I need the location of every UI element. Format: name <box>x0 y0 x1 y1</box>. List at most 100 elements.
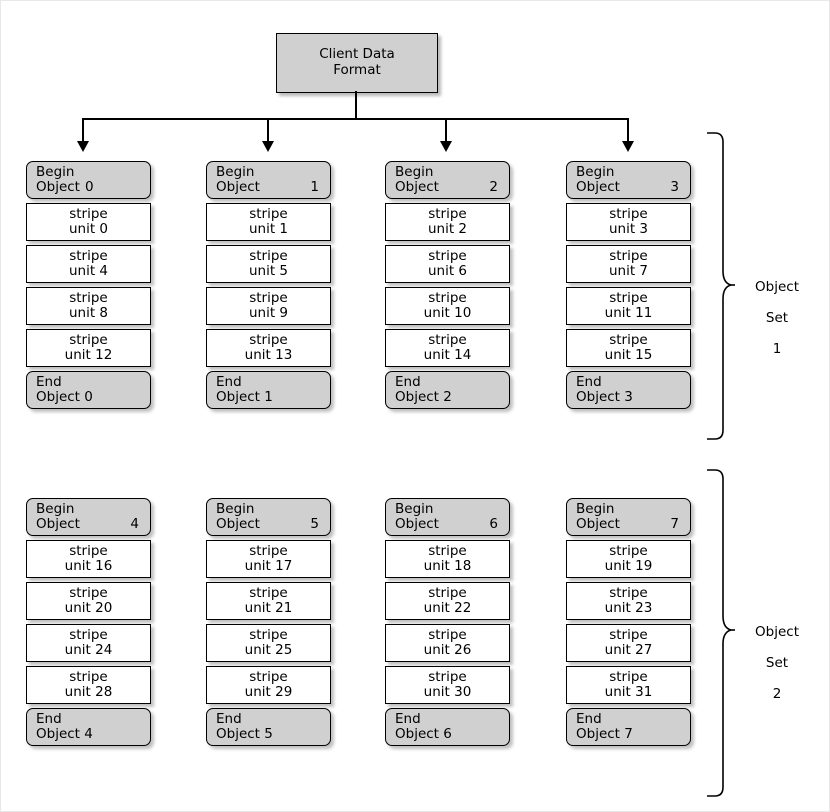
object-set-2-line2: Set <box>765 654 789 671</box>
connector-stem <box>355 91 357 119</box>
stripe-label: stripe <box>609 331 648 348</box>
object-word: Object <box>216 516 260 532</box>
connector-drop-1 <box>267 118 269 143</box>
begin-label: Begin <box>36 163 75 180</box>
stripe-unit-label: unit 3 <box>608 221 649 237</box>
stripe-label: stripe <box>249 289 288 306</box>
stripe-label: stripe <box>69 626 108 643</box>
end-label: End <box>36 373 62 390</box>
root-node-line1: Client Data <box>319 46 395 63</box>
connector-drop-0 <box>82 118 84 143</box>
arrowhead-2 <box>440 141 452 152</box>
stripe-label: stripe <box>428 668 467 685</box>
stripe-unit-label: unit 19 <box>604 558 653 574</box>
end-label: End <box>576 373 602 390</box>
object-set-1-line1: Object <box>755 278 799 295</box>
begin-label: Begin <box>216 163 255 180</box>
end-label: End <box>36 710 62 727</box>
object-word: Object <box>36 179 80 195</box>
stripe-label: stripe <box>609 205 648 222</box>
stripe-label: stripe <box>428 289 467 306</box>
root-node-client-data-format[interactable]: Client Data Format <box>276 33 438 93</box>
stripe-label: stripe <box>609 668 648 685</box>
stripe-unit-label: unit 6 <box>427 263 468 279</box>
stripe-unit-label: unit 25 <box>244 642 293 658</box>
object-word: Object <box>576 516 620 532</box>
stripe-label: stripe <box>609 289 648 306</box>
stripe-unit-label: unit 1 <box>248 221 289 237</box>
stripe-unit-label: unit 15 <box>604 347 653 363</box>
stripe-label: stripe <box>69 289 108 306</box>
stripe-label: stripe <box>249 626 288 643</box>
stripe-unit-label: unit 20 <box>64 600 113 616</box>
stripe-label: stripe <box>249 331 288 348</box>
end-label: End <box>395 373 421 390</box>
arrowhead-0 <box>77 141 89 152</box>
stripe-unit-label: unit 12 <box>64 347 113 363</box>
connector-drop-2 <box>445 118 447 143</box>
stripe-unit-label: unit 7 <box>608 263 649 279</box>
end-label: End <box>216 373 242 390</box>
stripe-label: stripe <box>428 205 467 222</box>
stripe-unit-label: unit 17 <box>244 558 293 574</box>
end-object-label: Object 0 <box>36 389 93 405</box>
stripe-unit-label: unit 5 <box>248 263 289 279</box>
stripe-label: stripe <box>609 542 648 559</box>
stripe-unit-label: unit 23 <box>604 600 653 616</box>
stripe-label: stripe <box>69 542 108 559</box>
stripe-label: stripe <box>69 668 108 685</box>
object-number: 5 <box>310 516 319 532</box>
object-number: 0 <box>84 179 94 195</box>
stripe-unit-label: unit 0 <box>68 221 109 237</box>
